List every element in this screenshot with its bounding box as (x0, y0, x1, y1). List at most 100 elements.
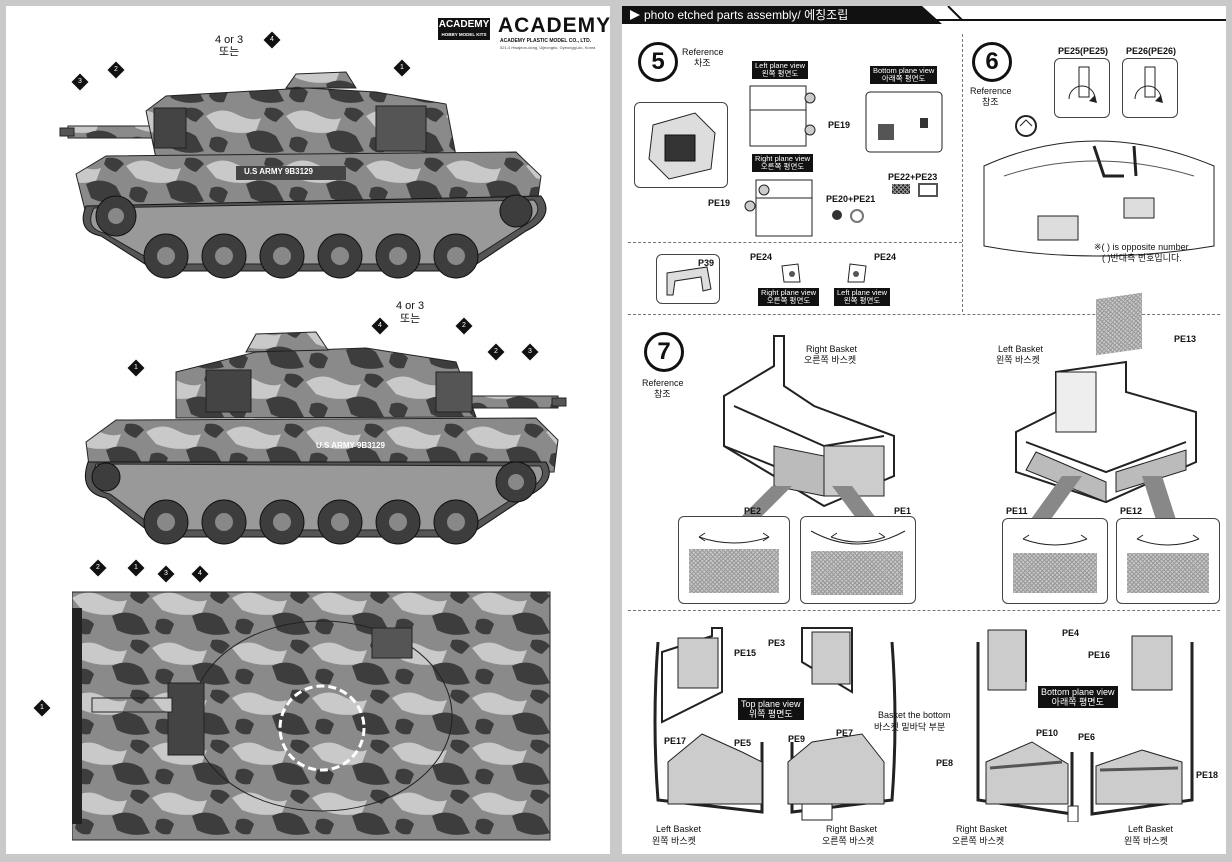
hull-marking-top: U.S ARMY 9B3129 (244, 167, 313, 176)
pe24-a: PE24 (750, 252, 773, 262)
pe26: PE26(PE26) (1126, 46, 1177, 56)
pe22-pe23: PE22+PE23 (888, 172, 938, 182)
top-plane-basket-frame (653, 627, 897, 821)
pe6: PE6 (1078, 732, 1096, 742)
pe4: PE4 (1062, 628, 1080, 638)
tank-top-view (72, 591, 551, 841)
company-name: ACADEMY PLASTIC MODEL CO., LTD. (500, 38, 592, 44)
pe19-b: PE19 (708, 198, 731, 208)
bottom-plane-basket-frame (976, 629, 1194, 822)
callout-3-top: 3 (157, 565, 175, 583)
p39-label: P39 (698, 258, 715, 268)
p39-inset (656, 254, 720, 304)
callout-1-side: 1 (33, 699, 51, 717)
callout-ttoneun-top: 또는 (219, 46, 240, 58)
basket-bottom-label-kr: 바스켓 밑바닥 부분 (874, 722, 946, 732)
pe12-inset (1116, 518, 1220, 604)
hull-marking-mid: U.S ARMY 9B3129 (316, 441, 385, 450)
bottom-left-basket-b-kr: 왼쪽 바스켓 (1124, 836, 1168, 846)
company-address: 521-4 Hwajeon-dong, Uijeongbu, Gyeonggi-… (500, 45, 596, 50)
pe20-disk-icon (832, 210, 842, 220)
pe2-inset (678, 516, 790, 604)
step7-reference-kr: 참조 (654, 389, 671, 399)
step6-reference-kr: 참조 (982, 97, 999, 107)
bottom-left-basket-a-en: Left Basket (656, 824, 702, 834)
callout-2-mid-a: 2 (455, 317, 473, 335)
bottom-left-basket-a-kr: 왼쪽 바스켓 (652, 836, 696, 846)
pe23-frame-swatch (918, 183, 938, 197)
academy-logo-sub: HOBBY MODEL KITS (441, 32, 487, 37)
pe20-pe21: PE20+PE21 (826, 194, 876, 204)
left-basket-pointer-a (1026, 476, 1082, 526)
academy-logo-text: ACADEMY (438, 19, 490, 30)
step5-bottom-view-drawing (865, 91, 943, 153)
callout-ttoneun-mid: 또는 (400, 313, 421, 325)
pe25: PE25(PE25) (1058, 46, 1109, 56)
bottom-right-basket-a-en: Right Basket (826, 824, 878, 834)
callout-4-mid: 4 (371, 317, 389, 335)
pe26-part-icon (1134, 66, 1163, 103)
right-basket-label-en: Right Basket (806, 344, 858, 354)
pe1-bend-arrow-icon (810, 530, 906, 545)
pe1-inset (800, 516, 916, 604)
step6-note-en: ※( ) is opposite number. (1094, 242, 1191, 252)
pe1-mesh (811, 551, 903, 595)
pe19-a: PE19 (828, 120, 851, 130)
step6-reference: Reference (970, 86, 1012, 96)
callout-2-mid-b: 2 (487, 343, 505, 361)
step5-right-view-drawing (744, 179, 813, 237)
pe18: PE18 (1196, 770, 1219, 780)
pe2-mesh (689, 549, 779, 593)
basket-bottom-label-en: Basket the bottom (878, 710, 951, 720)
pe15: PE15 (734, 648, 757, 658)
left-basket-pointer-b (1142, 476, 1178, 526)
pe12: PE12 (1120, 506, 1143, 516)
step5-reference: Reference (682, 47, 724, 57)
callout-2: 2 (107, 61, 125, 79)
callout-4-top: 4 (191, 565, 209, 583)
right-basket-drawing (723, 335, 895, 508)
painting-guide-page: ACADEMY HOBBY MODEL KITS ACADEMY ACADEMY… (6, 6, 610, 854)
step6-turret-drawing (983, 115, 1215, 257)
step7-reference: Reference (642, 378, 684, 388)
left-basket-label-kr: 왼쪽 바스켓 (996, 355, 1040, 365)
cover-part-icon (648, 112, 716, 180)
pe21-ring-icon (850, 209, 864, 223)
callout-3-mid: 3 (521, 343, 539, 361)
pe11-mesh (1013, 553, 1097, 593)
step6-note-kr: ( )반대측 번호입니다. (1102, 253, 1182, 263)
header-bar (622, 6, 1226, 24)
pe16: PE16 (1088, 650, 1111, 660)
pe12-mesh (1127, 553, 1209, 593)
pe11-bend-arrow-icon (1022, 534, 1088, 546)
bottom-right-basket-b-kr: 오른쪽 바스켓 (952, 836, 1005, 846)
step5-reference-inset (634, 102, 728, 188)
right-basket-label-kr: 오른쪽 바스켓 (804, 355, 857, 365)
step-6-number: 6 (972, 42, 1012, 82)
callout-4-or-3-top: 4 or 3 (215, 34, 244, 46)
pe13: PE13 (1174, 334, 1197, 344)
tank-side-view-left (59, 71, 547, 279)
pe11-inset (1002, 518, 1108, 604)
pe13-mesh (1096, 292, 1142, 356)
pe24-right-icon (781, 263, 801, 283)
pe2-bend-arrow-icon (698, 532, 770, 544)
pe3: PE3 (768, 638, 786, 648)
callout-1-top: 1 (127, 559, 145, 577)
bottom-right-basket-a-kr: 오른쪽 바스켓 (822, 836, 875, 846)
academy-wordmark: ACADEMY (498, 14, 612, 37)
callout-2-top: 2 (89, 559, 107, 577)
pe22-mesh-swatch (892, 184, 910, 194)
step5-reference-kr: 차조 (694, 58, 711, 68)
bottom-left-basket-b-en: Left Basket (1128, 824, 1174, 834)
callout-1: 1 (393, 59, 411, 77)
pe7: PE7 (836, 728, 854, 738)
bottom-right-basket-b-en: Right Basket (956, 824, 1008, 834)
pe5: PE5 (734, 738, 752, 748)
